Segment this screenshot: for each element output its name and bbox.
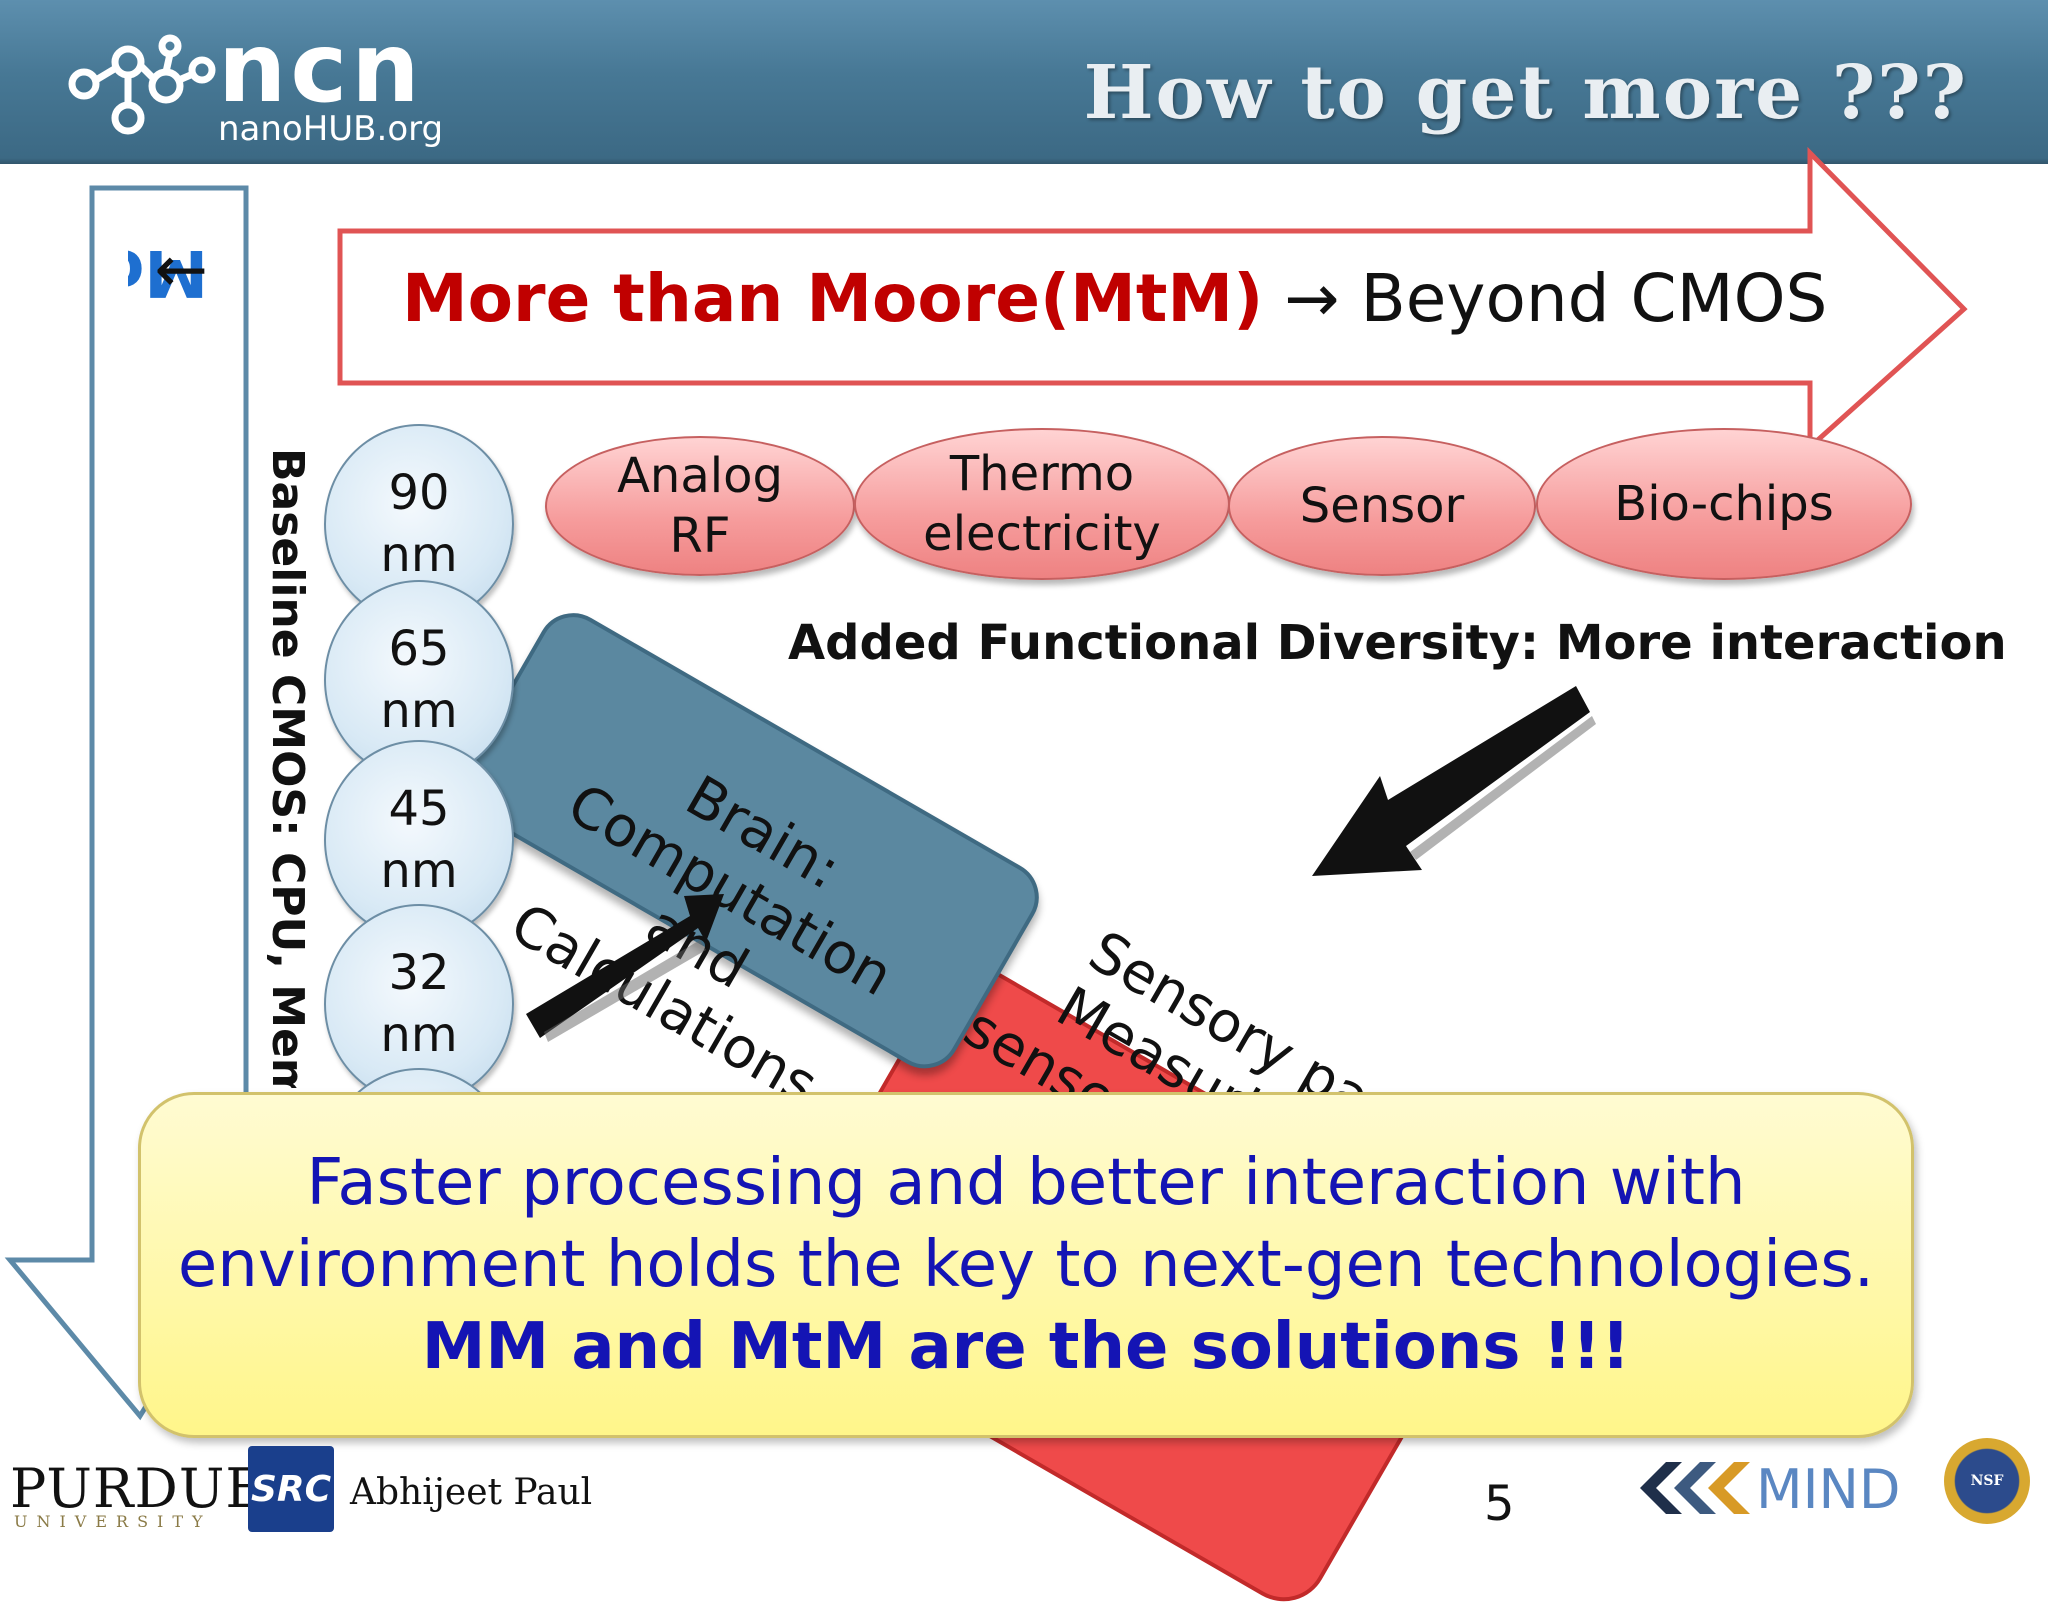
node-value: 65 bbox=[388, 621, 450, 677]
node-unit: nm bbox=[380, 527, 458, 583]
ncn-logo-text: ncn bbox=[218, 12, 424, 124]
page-number: 5 bbox=[1484, 1476, 1515, 1532]
more-moore-label-rest: → Beyond bbox=[128, 235, 208, 309]
pill-bio-chips: Bio-chips bbox=[1536, 428, 1912, 580]
pill-line-2: electricity bbox=[923, 506, 1161, 562]
pill-line-2: RF bbox=[669, 508, 731, 564]
slide-title: How to get more ??? bbox=[1083, 50, 1968, 136]
arrow-to-sensory-icon bbox=[1312, 686, 1596, 876]
node-unit: nm bbox=[380, 683, 458, 739]
callout-line-1: Faster processing and better interaction… bbox=[306, 1146, 1746, 1220]
pill-line-1: Sensor bbox=[1299, 478, 1465, 534]
pill-sensor: Sensor bbox=[1228, 436, 1536, 576]
more-than-moore-label-rest: → Beyond CMOS bbox=[1263, 260, 1828, 337]
node-value: 45 bbox=[388, 781, 450, 837]
src-logo-text: SRC bbox=[250, 1468, 332, 1510]
nsf-seal: NSF bbox=[1944, 1438, 2030, 1524]
slide-header: ncn nanoHUB.org How to get more ??? bbox=[0, 0, 2048, 164]
pill-line-1: Thermo bbox=[949, 446, 1135, 502]
purdue-logo-sub: UNIVERSITY bbox=[14, 1512, 212, 1531]
callout-line-2: environment holds the key to next-gen te… bbox=[177, 1228, 1875, 1302]
nsf-seal-text: NSF bbox=[1970, 1473, 2004, 1489]
mind-logo: MIND bbox=[1640, 1458, 1901, 1521]
key-message-callout: Faster processing and better interaction… bbox=[138, 1092, 1914, 1438]
node-unit: nm bbox=[380, 843, 458, 899]
node-value: 90 bbox=[388, 465, 450, 521]
arrow-to-brain-icon bbox=[526, 894, 724, 1042]
node-value: 32 bbox=[388, 945, 450, 1001]
node-circle-90nm: 90 nm bbox=[324, 424, 514, 624]
baseline-cmos-text: Baseline CMOS: CPU, Memory bbox=[262, 448, 312, 1088]
src-logo: SRC bbox=[248, 1446, 334, 1532]
nanohub-logo-text: nanoHUB.org bbox=[218, 109, 444, 149]
node-circle-65nm: 65 nm bbox=[324, 580, 514, 780]
mind-logo-text: MIND bbox=[1756, 1458, 1901, 1521]
purdue-logo: PURDUE bbox=[10, 1457, 266, 1520]
author-name: Abhijeet Paul bbox=[350, 1472, 593, 1513]
pill-line-1: Bio-chips bbox=[1614, 476, 1834, 532]
pill-line-1: Analog bbox=[617, 448, 783, 504]
more-than-moore-label-bold: More than Moore(MtM) bbox=[402, 260, 1264, 337]
functional-diversity-label: Added Functional Diversity: More interac… bbox=[788, 615, 2007, 671]
node-unit: nm bbox=[380, 1007, 458, 1063]
more-moore-label: More Moore(MM) → Beyond bbox=[128, 232, 208, 1112]
callout-line-3: MM and MtM are the solutions !!! bbox=[421, 1310, 1631, 1384]
more-than-moore-arrow-shape bbox=[337, 146, 1968, 453]
nanohub-molecule-icon bbox=[68, 34, 216, 135]
baseline-cmos-label: Baseline CMOS: CPU, Memory bbox=[262, 448, 312, 1088]
more-than-moore-label: More than Moore(MtM) → Beyond CMOS bbox=[402, 266, 1827, 332]
